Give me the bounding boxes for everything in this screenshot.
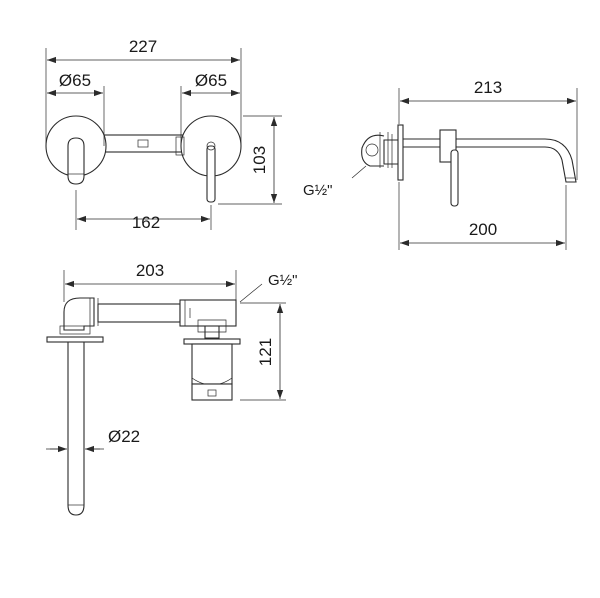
top-mixer-plate — [183, 338, 241, 345]
top-cartridge — [191, 343, 233, 385]
side-rear-connection — [383, 139, 398, 165]
label-spout-length: 213 — [474, 78, 502, 97]
label-front-height: 103 — [250, 146, 269, 174]
label-body-length: 203 — [136, 261, 164, 280]
label-left-plate-diameter: Ø65 — [59, 71, 91, 90]
side-view: G½" 213 200 — [303, 78, 578, 250]
front-view: 227 Ø65 Ø65 103 162 — [45, 37, 282, 232]
label-side-thread: G½" — [303, 182, 333, 199]
top-mixer-housing — [179, 299, 237, 327]
label-right-plate-diameter: Ø65 — [195, 71, 227, 90]
label-spout-diameter: Ø22 — [108, 427, 140, 446]
top-elbow — [63, 297, 95, 331]
top-wall-plate — [46, 336, 104, 343]
front-left-spout — [67, 137, 85, 185]
front-bar-slot — [137, 139, 149, 148]
top-spout — [67, 342, 85, 516]
side-mixer-lever — [450, 149, 459, 207]
top-view: G½" 203 121 Ø22 — [46, 261, 298, 516]
front-mixer-lever — [206, 145, 216, 203]
label-overall-width: 227 — [129, 37, 157, 56]
label-centre-distance: 162 — [132, 213, 160, 232]
label-projection: 200 — [469, 220, 497, 239]
top-connecting-bar — [97, 303, 181, 323]
side-wall-plate — [397, 124, 404, 181]
label-top-thread: G½" — [268, 272, 298, 289]
side-spout — [403, 138, 577, 183]
label-body-height: 121 — [256, 338, 275, 366]
